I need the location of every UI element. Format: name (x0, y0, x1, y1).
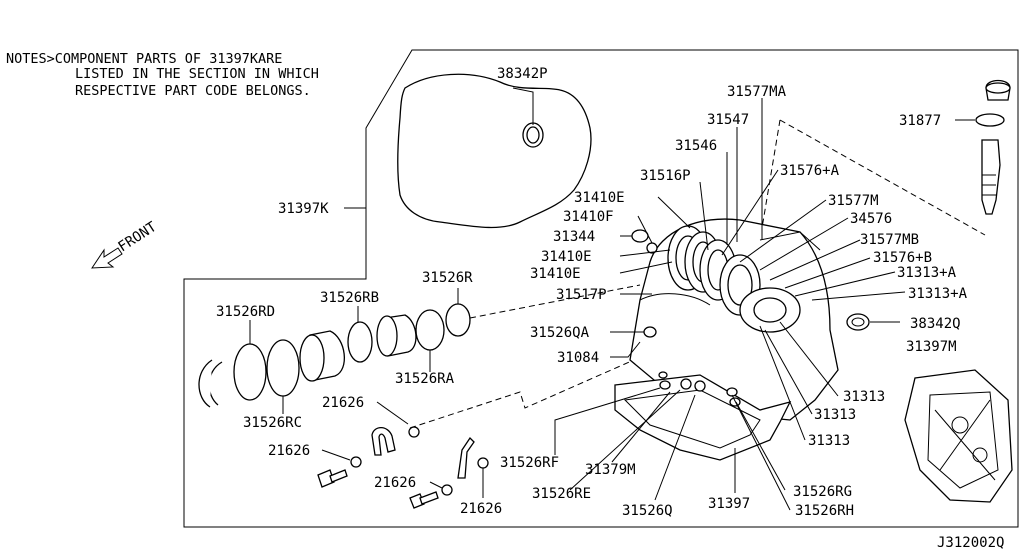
label-31410f: 31410F (563, 209, 614, 225)
washer-21626-a (408, 426, 420, 438)
ring-31526ra (415, 309, 445, 351)
label-31547: 31547 (707, 112, 749, 128)
label-21626-2: 21626 (268, 443, 310, 459)
solenoid-31877 (975, 79, 1011, 215)
piston-a (299, 330, 346, 382)
label-31526rc: 31526RC (243, 415, 302, 431)
diagram-frame (183, 49, 1019, 528)
label-31526rf: 31526RF (500, 455, 559, 471)
side-cover-31397m (904, 369, 1013, 503)
label-31577ma: 31577MA (727, 84, 787, 100)
label-21626-3: 21626 (374, 475, 416, 491)
label-34576: 34576 (850, 211, 892, 227)
label-31526q: 31526Q (622, 503, 673, 519)
piston-b (376, 314, 417, 357)
part-31526qa (643, 326, 657, 338)
label-31526qa: 31526QA (530, 325, 590, 341)
label-31397: 31397 (708, 496, 750, 512)
label-31576b: 31576+B (873, 250, 932, 266)
washer-21626-d (477, 457, 489, 469)
label-31379m: 31379M (585, 462, 636, 478)
washer-21626-b (350, 456, 362, 468)
label-31313-3: 31313 (808, 433, 850, 449)
label-31344: 31344 (553, 229, 595, 245)
label-31526r: 31526R (422, 270, 473, 286)
seal-38342q (846, 313, 870, 331)
label-31516p: 31516P (640, 168, 691, 184)
label-31410e-top: 31410E (574, 190, 625, 206)
label-31526re: 31526RE (532, 486, 591, 502)
label-31877: 31877 (899, 113, 941, 129)
ring-31526rd (233, 343, 267, 401)
part-31344 (631, 229, 649, 243)
label-31410e-mid: 31410E (541, 249, 592, 265)
notes-line-3: RESPECTIVE PART CODE BELONGS. (75, 83, 311, 99)
label-31084: 31084 (557, 350, 599, 366)
label-31313a-1: 31313+A (897, 265, 957, 281)
label-31313-1: 31313 (843, 389, 885, 405)
gasket-31397k (397, 73, 592, 229)
label-38342q: 38342Q (910, 316, 961, 332)
label-31526rh: 31526RH (795, 503, 854, 519)
label-31546: 31546 (675, 138, 717, 154)
pipe-a (371, 426, 396, 456)
label-31577mb: 31577MB (860, 232, 919, 248)
label-31410e-bot: 31410E (530, 266, 581, 282)
label-38342p: 38342P (497, 66, 548, 82)
label-31517p: 31517P (556, 287, 607, 303)
diagram-code: J312002Q (937, 535, 1004, 551)
label-31526ra: 31526RA (395, 371, 455, 387)
ring-31526r (445, 303, 471, 337)
label-31397k: 31397K (278, 201, 329, 217)
bolt-a (317, 469, 348, 488)
label-31526rb: 31526RB (320, 290, 379, 306)
label-31397m: 31397M (906, 339, 957, 355)
label-31313-2: 31313 (814, 407, 856, 423)
notes-line-1: NOTES>COMPONENT PARTS OF 31397KARE (6, 51, 282, 67)
clutch-pack (667, 225, 801, 333)
front-arrow-icon (91, 247, 123, 269)
label-31577m: 31577M (828, 193, 879, 209)
ring-31526rb (347, 321, 373, 363)
ring-31526rc (266, 339, 300, 397)
label-31576a: 31576+A (780, 163, 840, 179)
label-31526rg: 31526RG (793, 484, 852, 500)
label-21626-4: 21626 (460, 501, 502, 517)
label-21626-1: 21626 (322, 395, 364, 411)
label-31526rd: 31526RD (216, 304, 275, 320)
bolt-b (409, 491, 439, 509)
front-label: FRONT (115, 219, 160, 256)
oil-pan-31397 (614, 371, 792, 461)
washer-21626-c (441, 484, 453, 496)
label-31313a-2: 31313+A (908, 286, 968, 302)
notes-line-2: LISTED IN THE SECTION IN WHICH (75, 66, 319, 82)
pipe-b (457, 436, 475, 479)
